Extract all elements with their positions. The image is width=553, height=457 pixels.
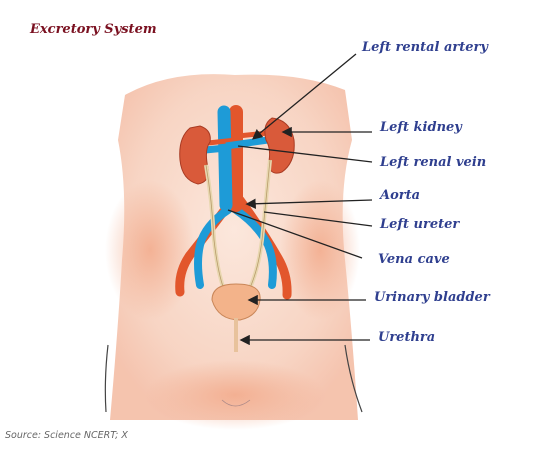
pointer-left-ureter (263, 211, 373, 227)
right-iliac-vein (232, 206, 277, 289)
pointer-left-renal-vein (237, 145, 373, 163)
right-renal-artery (207, 137, 237, 146)
pointer-vena-cave (227, 209, 363, 259)
vena-cava (217, 105, 233, 212)
left-renal-vein (225, 136, 269, 150)
left-iliac-vein (194, 206, 232, 289)
label-left-rental-artery: Left rental artery (362, 40, 488, 55)
right-renal-vein (204, 144, 227, 154)
right-iliac-artery (235, 195, 292, 300)
label-vena-cave: Vena cave (378, 252, 450, 267)
label-left-renal-vein: Left renal vein (380, 155, 487, 170)
label-left-kidney: Left kidney (380, 120, 462, 135)
torso-shape (110, 74, 358, 420)
diagram-title: Excretory System (30, 22, 157, 37)
torso-outline-left (104, 344, 109, 413)
torso-outline-right (344, 344, 363, 413)
label-urinary-bladder: Urinary bladder (374, 290, 490, 305)
torso-hip-curve (221, 399, 251, 407)
pointer-aorta (245, 198, 373, 209)
pointer-left-rental-artery (251, 53, 357, 140)
label-left-ureter: Left ureter (380, 217, 460, 232)
left-ureter-edge (247, 159, 271, 293)
left-renal-artery (237, 130, 269, 139)
label-aorta: Aorta (380, 188, 421, 203)
source-caption: Source: Science NCERT; X (5, 430, 128, 441)
right-ureter-edge (205, 164, 226, 293)
label-urethra: Urethra (378, 330, 436, 345)
